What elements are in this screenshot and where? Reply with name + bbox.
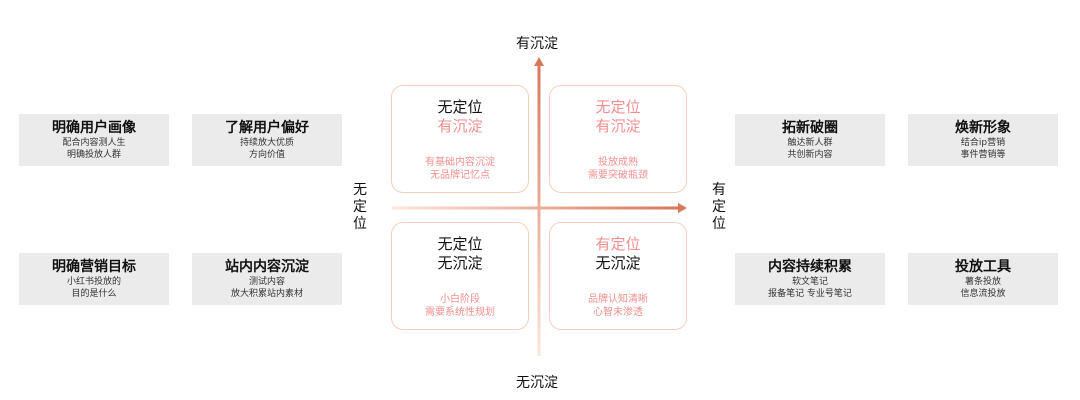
- quadrant-subtitle: 无沉淀: [595, 254, 641, 272]
- card-title: 焕新形象: [955, 120, 1011, 136]
- axis-label-right-char: 有: [712, 182, 726, 198]
- card-line: 明确投放人群: [66, 150, 121, 160]
- card-line: 共创新内容: [787, 150, 833, 160]
- axis-label-left-char: 位: [353, 216, 367, 232]
- quadrant-title: 无定位: [437, 98, 483, 116]
- quadrant-title: 有定位: [595, 235, 641, 253]
- vertical-axis-arrow: [534, 57, 544, 66]
- card-line: 持续放大优质: [239, 138, 294, 148]
- quadrant-title: 无定位: [437, 235, 483, 253]
- card-title: 了解用户偏好: [225, 120, 309, 136]
- card-line: 报备笔记 专业号笔记: [768, 289, 852, 299]
- card-title: 站内内容沉淀: [225, 259, 309, 275]
- card-title: 明确营销目标: [52, 259, 136, 275]
- quadrant-subtitle: 无沉淀: [437, 254, 483, 272]
- quadrant-desc: 投放成熟: [598, 157, 638, 168]
- card-line: 信息流投放: [960, 289, 1006, 299]
- card-line: 结合ip营销: [960, 138, 1006, 148]
- card-line: 薯条投放: [964, 277, 1001, 287]
- quadrant-desc: 无品牌记忆点: [430, 170, 490, 181]
- card-content-continuous: 内容持续积累 软文笔记 报备笔记 专业号笔记: [735, 253, 885, 305]
- vertical-axis-line: [537, 64, 541, 356]
- quadrant-desc: 有基础内容沉淀: [425, 157, 495, 168]
- card-line: 方向价值: [248, 150, 285, 160]
- card-user-preference: 了解用户偏好 持续放大优质 方向价值: [192, 114, 342, 166]
- card-user-profile: 明确用户画像 配合内容测人生 明确投放人群: [19, 114, 169, 166]
- quadrant-top-left: 无定位 有沉淀 有基础内容沉淀 无品牌记忆点: [391, 85, 529, 193]
- card-new-image: 焕新形象 结合ip营销 事件营销等: [908, 114, 1058, 166]
- card-title: 内容持续积累: [768, 259, 852, 275]
- card-line: 目的是什么: [71, 289, 117, 299]
- card-content-accumulation: 站内内容沉淀 测试内容 放大积累站内素材: [192, 253, 342, 305]
- axis-label-right-char: 位: [712, 216, 726, 232]
- card-title: 投放工具: [955, 259, 1011, 275]
- quadrant-desc: 心智未渗透: [593, 307, 643, 318]
- card-title: 拓新破圈: [782, 120, 838, 136]
- quadrant-subtitle: 有沉淀: [437, 117, 483, 135]
- axis-label-left-char: 无: [353, 182, 367, 198]
- quadrant-desc: 品牌认知清晰: [588, 294, 648, 305]
- card-breakout: 拓新破圈 触达新人群 共创新内容: [735, 114, 885, 166]
- quadrant-desc: 需要突破瓶颈: [588, 170, 648, 181]
- quadrant-top-right: 无定位 有沉淀 投放成熟 需要突破瓶颈: [549, 85, 687, 193]
- quadrant-title: 无定位: [595, 98, 641, 116]
- card-title: 明确用户画像: [52, 120, 136, 136]
- card-line: 触达新人群: [787, 138, 833, 148]
- axis-label-left-char: 定: [353, 199, 367, 215]
- quadrant-bottom-right: 有定位 无沉淀 品牌认知清晰 心智未渗透: [549, 222, 687, 330]
- quadrant-desc: 需要系统性规划: [425, 307, 495, 318]
- quadrant-bottom-left: 无定位 无沉淀 小白阶段 需要系统性规划: [391, 222, 529, 330]
- card-line: 事件营销等: [960, 150, 1006, 160]
- card-line: 配合内容测人生: [62, 138, 126, 148]
- card-line: 放大积累站内素材: [230, 289, 303, 299]
- card-line: 软文笔记: [791, 277, 828, 287]
- card-line: 测试内容: [248, 277, 285, 287]
- horizontal-axis-line: [392, 206, 679, 210]
- horizontal-axis-arrow: [678, 203, 687, 213]
- card-line: 小红书投放的: [66, 277, 121, 287]
- axis-label-right: 有 定 位: [711, 182, 727, 233]
- axis-label-bottom: 无沉淀: [516, 375, 558, 391]
- card-marketing-goal: 明确营销目标 小红书投放的 目的是什么: [19, 253, 169, 305]
- axis-label-right-char: 定: [712, 199, 726, 215]
- quadrant-desc: 小白阶段: [440, 294, 480, 305]
- quadrant-subtitle: 有沉淀: [595, 117, 641, 135]
- card-ad-tools: 投放工具 薯条投放 信息流投放: [908, 253, 1058, 305]
- axis-label-left: 无 定 位: [352, 182, 368, 233]
- axis-label-top: 有沉淀: [516, 36, 558, 52]
